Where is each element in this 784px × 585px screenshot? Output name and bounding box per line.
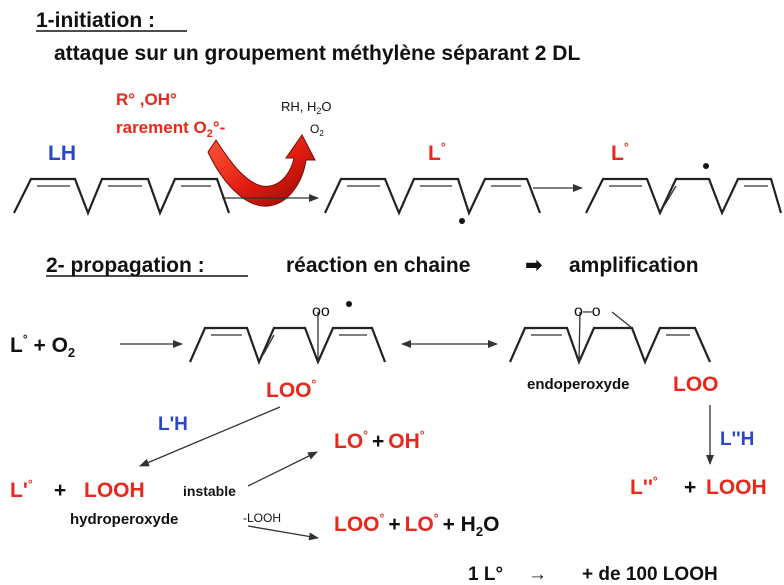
looh-label: LOOH <box>84 479 145 502</box>
l-prime-radical-label: L'° <box>10 477 33 502</box>
minus-looh-label: -LOOH <box>243 511 281 525</box>
hydroperoxyde-label: hydroperoxyde <box>70 511 178 528</box>
l-double-prime-radical-label: L''° <box>630 474 658 499</box>
plus-sign-2: + <box>684 476 696 499</box>
lipid-chain-endoperoxide <box>508 311 712 365</box>
loo-lo-h2o-products: LOO°+LO°+ H2O <box>334 511 499 539</box>
radical-dot-1 <box>459 218 465 224</box>
endoperoxide-group-label: o–o <box>574 303 601 320</box>
initiation-products-line2: O2 <box>310 122 324 138</box>
lh-label: LH <box>48 142 76 165</box>
lipid-chain-lh <box>13 177 231 216</box>
section1-subtitle: attaque sur un groupement méthylène sépa… <box>54 42 580 65</box>
right-arrow-icon: ➡ <box>525 254 543 277</box>
summary-left: 1 L° <box>468 564 503 585</box>
peroxyl-radical-dot <box>346 301 352 307</box>
summary-right: + de 100 LOOH <box>582 564 718 585</box>
section2-title: 2- propagation : <box>46 254 205 277</box>
endoperoxyde-loo-label: LOO <box>673 373 719 396</box>
l-double-prime-h-label: L''H <box>720 429 754 450</box>
plus-sign-1: + <box>54 479 66 502</box>
initiation-products-line1: RH, H2O <box>281 99 332 116</box>
looh-label-2: LOOH <box>706 476 767 499</box>
bimolecular-decomposition-arrow <box>247 525 319 541</box>
radical-dot-2 <box>703 163 709 169</box>
endoperoxyde-word: endoperoxyde <box>527 376 630 393</box>
lipid-chain-radical-1 <box>324 177 542 224</box>
section1-title: 1-initiation : <box>36 9 155 32</box>
lipid-chain-peroxyl <box>188 301 387 365</box>
hydrogen-abstraction-arrow <box>139 406 281 467</box>
l-prime-h-label: L'H <box>158 414 188 435</box>
section2-subtitle: réaction en chaine <box>286 254 470 277</box>
initiators-line2: rarement O2°- <box>116 118 225 140</box>
curved-red-arrow-icon <box>207 134 316 207</box>
peroxyl-group-label: oo <box>312 303 330 320</box>
section2-subtitle-end: amplification <box>569 254 699 277</box>
radical-label-1: L° <box>428 140 446 165</box>
loo-radical-label: LOO° <box>266 377 317 402</box>
lipid-chain-radical-2 <box>585 163 783 216</box>
lo-oh-products: LO°+OH° <box>334 428 425 453</box>
initiators-line1: R° ,OH° <box>116 90 177 109</box>
instable-label: instable <box>183 483 236 499</box>
summary-arrow-icon: → <box>528 564 547 585</box>
radical-label-2: L° <box>611 140 629 165</box>
propagation-reactants: L° + O2 <box>10 332 75 360</box>
homolysis-arrow <box>247 451 318 487</box>
